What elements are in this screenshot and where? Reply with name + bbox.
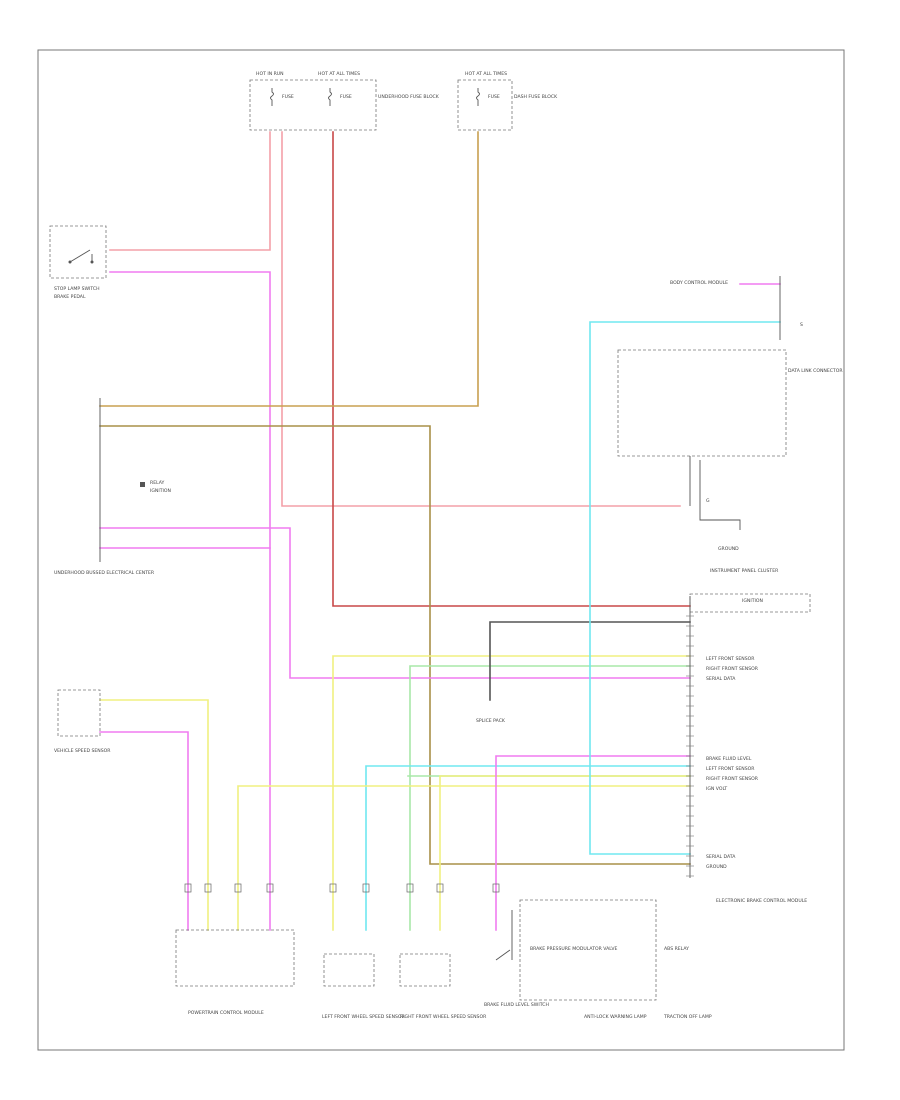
underhood-fuse-block-label: UNDERHOOD FUSE BLOCK (378, 94, 440, 100)
ebcm-input-7: IGN VOLT (706, 786, 727, 792)
fuse-group-header-3: HOT AT ALL TIMES (465, 71, 507, 77)
wire-tan-fuse3 (99, 131, 479, 407)
lf-wheel-sensor: LEFT FRONT WHEEL SPEED SENSOR (322, 953, 406, 1020)
top-fuse-block: HOT IN RUN HOT AT ALL TIMES HOT AT ALL T… (249, 71, 558, 131)
ebcm-input-4: BRAKE FLUID LEVEL (706, 756, 752, 762)
ebcm-input-6: RIGHT FRONT SENSOR (706, 776, 759, 782)
wire-cyan-lf-sensor (365, 765, 691, 931)
wire-magenta-fluid-level (495, 755, 691, 931)
stop-lamp-switch-note: BRAKE PEDAL (54, 294, 86, 300)
wire-cyan-serial-data (589, 321, 781, 855)
wire-yellow-pressure (439, 775, 691, 931)
ignition-label: IGNITION (742, 598, 763, 604)
wire-magenta-vss (99, 731, 189, 931)
fuse-symbol-2 (328, 88, 332, 106)
ebcm-input-3: SERIAL DATA (706, 676, 736, 682)
brake-fluid-switch: BRAKE FLUID LEVEL SWITCH BRAKE PRESSURE … (484, 910, 617, 1008)
splice-pack-label: SPLICE PACK (476, 718, 506, 724)
bottom-connector-stubs (184, 883, 500, 893)
ground-feed (689, 456, 741, 530)
underhood-bussed-center: UNDERHOOD BUSSED ELECTRICAL CENTER RELAY… (54, 398, 171, 576)
stop-lamp-switch-label: STOP LAMP SWITCH (54, 286, 100, 292)
underhood-left-label: UNDERHOOD BUSSED ELECTRICAL CENTER (54, 570, 155, 576)
brake-fluid-label: BRAKE FLUID LEVEL SWITCH (484, 1002, 549, 1008)
wire-green-rf-sensor (409, 665, 691, 931)
connector-stub (204, 883, 212, 893)
wire-red-battery-feed (332, 131, 691, 607)
bcm-inner-outline (617, 349, 787, 457)
ebcm-input-8: SERIAL DATA (706, 854, 736, 860)
connector-stub (184, 883, 192, 893)
lf-sensor-outline (323, 953, 375, 987)
warning-lamp-label: ANTI-LOCK WARNING LAMP (584, 1014, 647, 1020)
connector-stub (436, 883, 444, 893)
warning-lamps: ANTI-LOCK WARNING LAMP TRACTION OFF LAMP… (519, 899, 712, 1020)
rf-wheel-sensor: RIGHT FRONT WHEEL SPEED SENSOR (399, 953, 487, 1020)
instrument-cluster-label: INSTRUMENT PANEL CLUSTER (710, 568, 779, 574)
relay-note: IGNITION (150, 488, 171, 494)
ebcm-connector: INSTRUMENT PANEL CLUSTER IGNITION LEFT F… (476, 568, 811, 904)
ebcm-pin-ticks (686, 615, 694, 877)
connector-stub (362, 883, 370, 893)
data-link-label: DATA LINK CONNECTOR (788, 368, 843, 374)
rf-sensor-label: RIGHT FRONT WHEEL SPEED SENSOR (400, 1014, 487, 1020)
stop-lamp-switch-outline (49, 225, 107, 279)
ebcm-label: ELECTRONIC BRAKE CONTROL MODULE (716, 898, 807, 904)
fuse-label-3: FUSE (488, 94, 500, 100)
vehicle-speed-sensor: VEHICLE SPEED SENSOR (54, 689, 111, 754)
ground-label: GROUND (718, 546, 739, 552)
traction-lamp-label: TRACTION OFF LAMP (663, 1014, 712, 1020)
wire-dark-splice (489, 621, 691, 701)
wires (99, 131, 781, 931)
switch-contact-left (68, 260, 72, 264)
vss-label: VEHICLE SPEED SENSOR (54, 748, 111, 754)
abs-relay-note: ABS RELAY (664, 946, 689, 952)
pcm-outline (175, 929, 295, 987)
diagram-frame (37, 49, 845, 1051)
fuse-symbol-3 (476, 88, 480, 106)
lamp-module-outline (519, 899, 657, 1001)
ebcm-input-9: GROUND (706, 864, 727, 870)
wire-yellow-vss (99, 699, 209, 931)
splice-note: S (800, 322, 803, 328)
vss-outline (57, 689, 101, 737)
bcm-label: BODY CONTROL MODULE (670, 280, 728, 286)
wire-pink-fuse-to-brake-switch (109, 131, 271, 251)
lf-sensor-label: LEFT FRONT WHEEL SPEED SENSOR (322, 1014, 406, 1020)
fuse-group-header-1: HOT IN RUN (256, 71, 284, 77)
ebcm-input-5: LEFT FRONT SENSOR (706, 766, 755, 772)
dash-fuse-block-label: DASH FUSE BLOCK (514, 94, 558, 100)
connector-stub (406, 883, 414, 893)
ground-note: G (706, 498, 710, 504)
wire-yellow-lf-sensor (332, 655, 691, 931)
connector-stub (266, 883, 274, 893)
connector-stub (329, 883, 337, 893)
brake-pressure-note: BRAKE PRESSURE MODULATOR VALVE (530, 946, 617, 952)
fuse-label-1: FUSE (282, 94, 294, 100)
fuse-label-2: FUSE (340, 94, 352, 100)
body-control-module: BODY CONTROL MODULE S DATA LINK CONNECTO… (617, 276, 843, 552)
wire-yellow-pcm-ebcm (237, 785, 691, 931)
pcm: POWERTRAIN CONTROL MODULE (175, 929, 295, 1016)
rf-sensor-outline (399, 953, 451, 987)
connector-stub (492, 883, 500, 893)
ebcm-input-1: LEFT FRONT SENSOR (706, 656, 755, 662)
relay-box-marker (140, 482, 145, 487)
stop-lamp-switch: STOP LAMP SWITCH BRAKE PEDAL (49, 225, 107, 300)
fuse-symbol-1 (270, 88, 274, 106)
connector-stub (234, 883, 242, 893)
underhood-fuse-block-outline (249, 79, 377, 131)
relay-label: RELAY (150, 480, 165, 486)
pcm-label: POWERTRAIN CONTROL MODULE (188, 1010, 264, 1016)
wire-magenta-brake-switch (109, 271, 271, 931)
wire-olive-ground (99, 425, 691, 865)
dash-fuse-block-outline (457, 79, 513, 131)
fluid-switch-symbol (495, 910, 513, 961)
ebcm-input-2: RIGHT FRONT SENSOR (706, 666, 759, 672)
wire-pink-ignition-feed (281, 131, 681, 507)
switch-symbol (69, 249, 93, 263)
switch-contact-right (90, 260, 94, 264)
fuse-group-header-2: HOT AT ALL TIMES (318, 71, 360, 77)
